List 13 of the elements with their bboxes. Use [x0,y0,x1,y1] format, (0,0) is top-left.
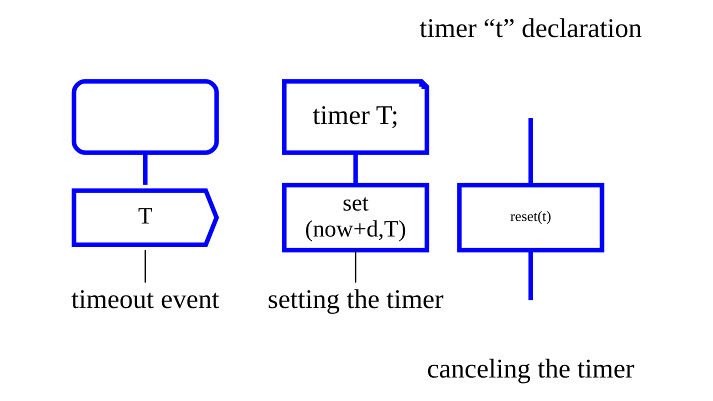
node-box: reset(t) [457,182,604,252]
node-box [72,79,219,155]
connector [143,152,148,185]
connector [353,152,358,185]
connector [354,250,356,283]
node-box: set (now+d,T) [282,182,430,252]
connector [528,118,533,185]
connector [144,250,146,283]
node-text: setting the timer [268,284,444,314]
label: canceling the timer [427,353,634,384]
label: timer “t” declaration [419,13,642,44]
node-text: timeout event [71,284,220,314]
connector [528,250,533,300]
